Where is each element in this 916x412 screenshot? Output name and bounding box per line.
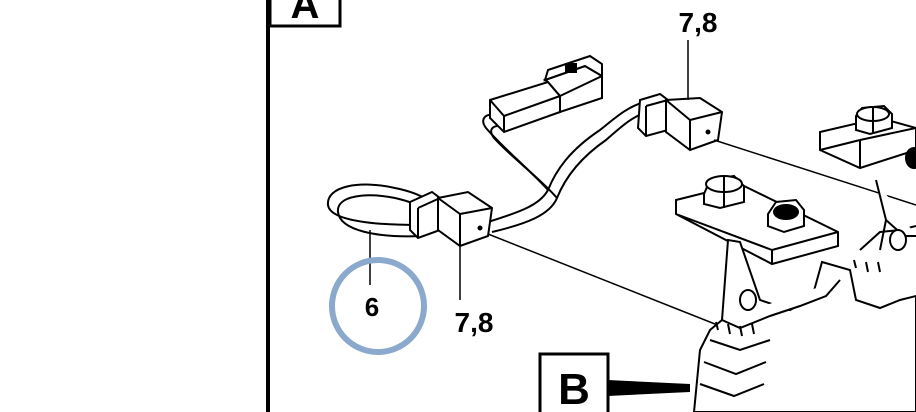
section-a-marker: A [268,0,342,28]
callout-harness: 6 [365,292,379,322]
section-a-label: A [291,0,320,27]
connector-upper-left [489,54,603,134]
bolt-front-left [703,174,745,210]
mounting-bracket-front [675,182,839,266]
callout-connector-bottom: 7,8 [455,307,494,338]
bolt-front-right [767,198,805,234]
section-b-arrow [608,380,690,396]
connector-bottom [409,190,494,248]
section-b-marker: B [538,352,690,412]
clamp-housing [692,179,916,412]
highlight-ring [329,257,427,355]
bolt-rear [855,104,893,136]
connector-top [636,92,724,152]
bolt-rear-right [905,147,916,169]
harness-cable [482,101,649,233]
section-b-label: B [558,365,590,412]
callout-connector-top: 7,8 [679,7,718,38]
